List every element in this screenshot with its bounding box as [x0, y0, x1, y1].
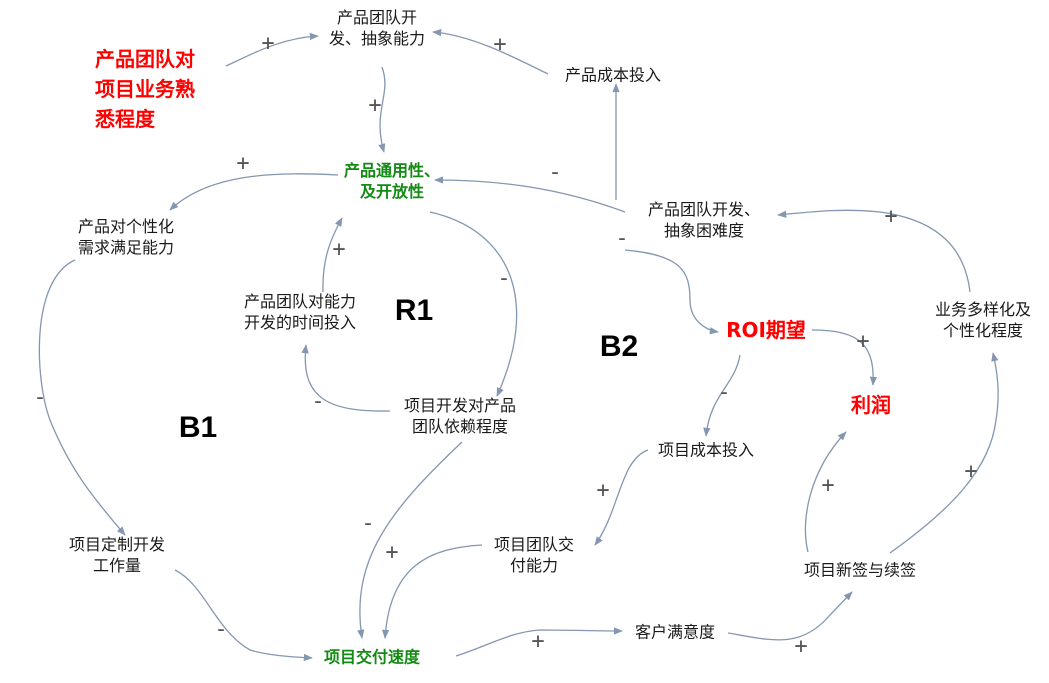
link-difficulty-to-roi: [624, 249, 719, 335]
polarity-sign: -: [214, 617, 228, 642]
loop-label-r1: R1: [394, 294, 434, 327]
polarity-sign: -: [311, 389, 325, 414]
node-delivery-speed: 项目交付速度: [323, 647, 421, 667]
polarity-sign: -: [717, 380, 731, 405]
polarity-sign: -: [497, 266, 511, 291]
link-generality-to-customability: [169, 173, 339, 211]
polarity-sign: -: [33, 385, 47, 410]
link-speed-to-satisfaction: [455, 627, 623, 657]
polarity-sign: +: [261, 31, 275, 56]
node-time-invest: 产品团队对能力 开发的时间投入: [243, 292, 357, 332]
node-custom-ability: 产品对个性化 需求满足能力: [77, 217, 175, 257]
polarity-sign: +: [964, 459, 978, 484]
node-dependency: 项目开发对产品 团队依赖程度: [403, 396, 517, 436]
node-business-familiarity: 产品团队对 项目业务熟 悉程度: [95, 47, 195, 131]
polarity-sign: +: [794, 634, 808, 659]
loop-label-b2: B2: [599, 330, 639, 363]
polarity-sign: +: [856, 329, 870, 354]
node-diversity: 业务多样化及 个性化程度: [934, 300, 1032, 340]
node-project-cost: 项目成本投入: [657, 440, 755, 460]
node-product-cost: 产品成本投入: [564, 65, 662, 85]
loop-label-b1: B1: [178, 411, 218, 444]
link-familiarity-to-abstraction: [225, 32, 319, 67]
link-newrenewal-to-profit: [804, 431, 847, 553]
node-profit: 利润: [851, 393, 891, 417]
link-roi-to-projectcost: [703, 354, 741, 437]
node-roi-expectation: ROI期望: [726, 318, 806, 342]
node-custom-workload: 项目定制开发 工作量: [68, 535, 166, 575]
link-abstraction-to-generality: [378, 66, 386, 153]
polarity-sign: +: [236, 151, 250, 176]
polarity-sign: -: [615, 226, 629, 251]
link-dependency-to-timeinvest: [301, 344, 391, 412]
link-customability-to-workload: [38, 259, 126, 536]
link-workload-to-speed: [174, 569, 313, 662]
node-abstraction-ability: 产品团队开 发、抽象能力: [328, 8, 426, 48]
polarity-sign: -: [361, 511, 375, 536]
link-roi-to-profit: [811, 329, 878, 386]
polarity-sign: +: [332, 237, 346, 262]
polarity-sign: +: [368, 93, 382, 118]
link-teamdelivery-to-speed: [381, 544, 483, 639]
node-customer-satisfaction: 客户满意度: [634, 622, 716, 642]
link-diversity-to-difficulty: [777, 209, 971, 293]
node-generality-openness: 产品通用性、 及开放性: [343, 161, 441, 201]
link-productcost-to-abstraction: [432, 29, 549, 75]
polarity-sign: +: [884, 204, 898, 229]
node-team-delivery: 项目团队交 付能力: [493, 535, 575, 575]
link-difficulty-to-generality: [434, 176, 626, 213]
polarity-sign: +: [821, 473, 835, 498]
link-newrenewal-to-diversity: [889, 352, 999, 554]
polarity-sign: +: [385, 540, 399, 565]
link-satisfaction-to-newrenewal: [727, 591, 853, 641]
polarity-sign: -: [548, 160, 562, 185]
link-generality-to-dependency: [429, 211, 518, 397]
polarity-sign: +: [493, 32, 507, 57]
link-dependency-to-speed: [357, 441, 463, 639]
link-timeinvest-to-generality: [322, 217, 343, 293]
node-new-renewal: 项目新签与续签: [803, 560, 917, 580]
node-abstraction-difficulty: 产品团队开发、 抽象困难度: [647, 200, 761, 240]
polarity-sign: +: [531, 629, 545, 654]
link-projectcost-to-teamdelivery: [594, 449, 649, 546]
polarity-sign: +: [596, 478, 610, 503]
